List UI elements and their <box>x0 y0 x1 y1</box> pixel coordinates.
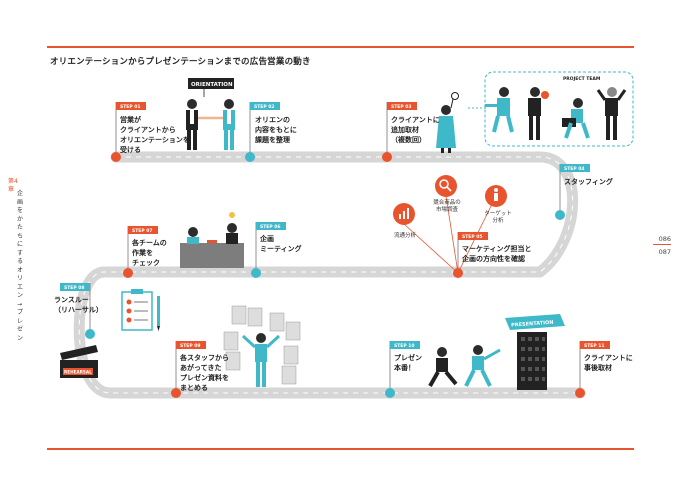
page-number-top: 086 <box>658 235 671 243</box>
step-10-dot <box>385 388 395 398</box>
step-05-dot <box>453 268 463 278</box>
step-11-text: クライアントに 事後取材 <box>584 354 633 372</box>
step-09-dot <box>171 388 181 398</box>
checklist-icon <box>121 289 160 331</box>
bottom-rule <box>47 448 634 450</box>
step-02-dot <box>245 152 255 162</box>
svg-text:STEP 11: STEP 11 <box>584 343 605 349</box>
svg-text:STEP 05: STEP 05 <box>462 234 483 240</box>
step-10-flag <box>390 341 420 349</box>
step-04-text: スタッフィング <box>564 178 613 186</box>
step-07-text: 各チームの 作業を チェック <box>132 239 167 267</box>
step-06-dot <box>251 268 261 278</box>
sales-analysis-label: 流通分析 <box>393 233 416 239</box>
presentation-documents <box>223 305 301 387</box>
step-02-text: オリエンの 内容をもとに 課題を整理 <box>255 116 297 144</box>
step-08-flag <box>60 283 90 291</box>
market-research-label: 競合商品の 市場調査 <box>433 200 461 213</box>
step-09-text: 各スタッフから あがってきた プレゼン資料を まとめる <box>180 354 229 392</box>
step-03-flag <box>387 102 417 110</box>
svg-text:STEP 10: STEP 10 <box>394 343 415 349</box>
research-bubbles <box>393 175 507 274</box>
step-04-flag <box>560 164 590 172</box>
step-08-dot <box>85 329 95 339</box>
svg-text:STEP 03: STEP 03 <box>391 104 412 110</box>
team-members <box>485 87 627 140</box>
svg-text:STEP 09: STEP 09 <box>180 343 201 349</box>
step-07-flag <box>128 226 158 234</box>
market-research-icon <box>435 175 457 197</box>
svg-text:ORIENTATION: ORIENTATION <box>191 82 233 88</box>
meeting-desk <box>180 243 244 268</box>
svg-text:PRESENTATION: PRESENTATION <box>511 320 554 329</box>
top-rule <box>47 46 634 48</box>
step-01-dot <box>111 152 121 162</box>
page-number-bottom: 087 <box>658 248 671 256</box>
svg-text:STEP 01: STEP 01 <box>120 104 141 110</box>
step-01-flag <box>116 102 146 110</box>
page-number-divider <box>653 244 671 245</box>
svg-text:STEP 06: STEP 06 <box>260 224 281 230</box>
svg-text:STEP 07: STEP 07 <box>132 228 153 234</box>
project-team-box <box>484 71 634 147</box>
clapperboard-icon: REHEARSAL <box>60 345 98 378</box>
svg-text:STEP 04: STEP 04 <box>564 166 585 172</box>
page-title: オリエンテーションからプレゼンテーションまでの広告営業の動き <box>50 57 311 67</box>
presentation-scene: PRESENTATION <box>428 314 565 390</box>
step-09-flag <box>176 341 206 349</box>
step-03-text: クライアントに 追加取材 （複数回） <box>391 116 440 144</box>
orientation-sign <box>188 78 234 89</box>
step-11-dot <box>575 388 585 398</box>
step-01-text: 営業が クライアントから オリエンテーションを 受ける <box>120 116 190 154</box>
orientation-scene: ORIENTATION <box>186 78 235 150</box>
svg-text:STEP 02: STEP 02 <box>254 104 275 110</box>
step-05-flag <box>458 232 488 240</box>
step-07-dot <box>123 268 133 278</box>
step-11-flag <box>580 341 610 349</box>
svg-text:REHEARSAL: REHEARSAL <box>64 370 92 375</box>
step-06-text: 企画 ミーティング <box>260 235 302 253</box>
target-analysis-label: ターゲット 分析 <box>484 211 512 224</box>
step-02-flag <box>250 102 280 110</box>
step-06-flag <box>256 222 286 230</box>
presentation-banner <box>505 314 565 330</box>
step-08-text: ランスルー （リハーサル） <box>54 296 103 314</box>
researcher-figure <box>436 92 459 153</box>
chapter-number: 第4章 <box>8 178 18 193</box>
step-05-text: マーケティング担当と 企画の方向性を確認 <box>462 245 532 263</box>
chapter-title: 企画をかたちにする オリエン→プレゼン <box>17 190 24 342</box>
step-04-dot <box>555 210 565 220</box>
magnifier-icon <box>451 92 459 100</box>
step-markers: STEP 01 STEP 02 STEP 03 STEP 04 STEP 05 … <box>60 102 610 398</box>
svg-text:STEP 08: STEP 08 <box>64 285 85 291</box>
step-10-text: プレゼン 本番！ <box>394 354 422 372</box>
step-03-dot <box>382 152 392 162</box>
meeting-scene <box>180 212 244 268</box>
project-team-label: PROJECT TEAM <box>563 76 601 82</box>
